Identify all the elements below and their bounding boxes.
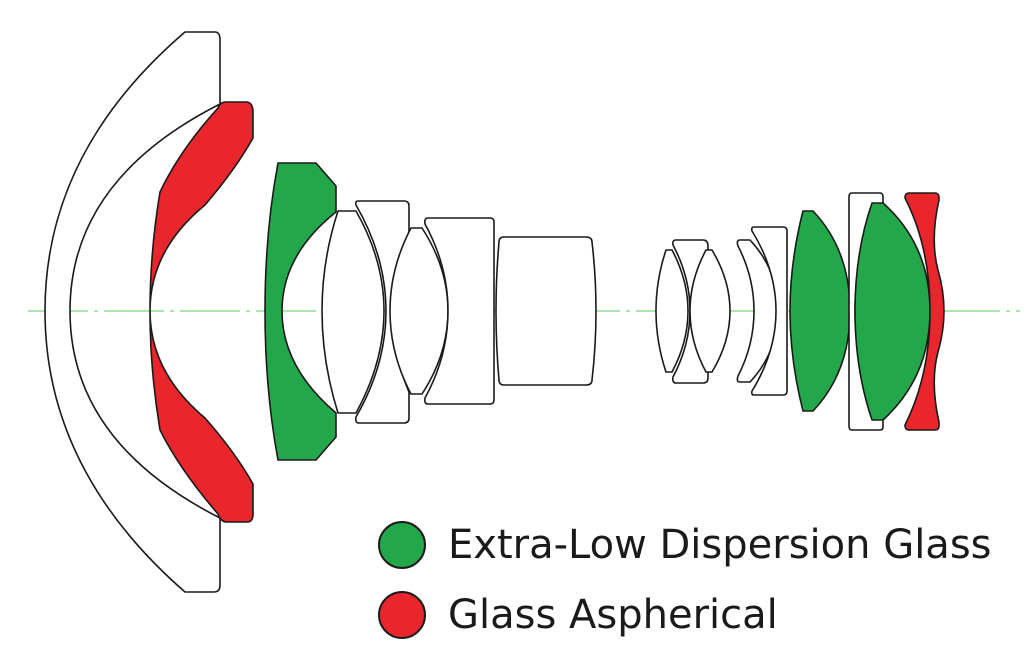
lens-element-1 — [44, 31, 221, 593]
lens-element-16-ed — [854, 202, 931, 421]
lens-element-9 — [655, 249, 689, 373]
lens-element-3-ed — [264, 162, 337, 461]
legend-item-aspherical: Glass Aspherical — [378, 580, 992, 650]
lens-element-7 — [424, 217, 495, 405]
lens-element-4 — [321, 210, 385, 414]
lens-element-8 — [495, 236, 597, 386]
lens-element-17-aspherical — [904, 192, 945, 431]
aspherical-swatch-icon — [378, 591, 426, 639]
legend-label-aspherical: Glass Aspherical — [448, 592, 778, 638]
lens-element-11 — [689, 249, 731, 373]
legend-label-ed-glass: Extra-Low Dispersion Glass — [448, 522, 992, 568]
legend-item-ed-glass: Extra-Low Dispersion Glass — [378, 510, 992, 580]
lens-element-2-aspherical — [149, 101, 254, 523]
ed-glass-swatch-icon — [378, 521, 426, 569]
lens-element-14-ed — [789, 210, 851, 412]
legend: Extra-Low Dispersion Glass Glass Aspheri… — [378, 510, 992, 650]
lens-element-13 — [750, 226, 788, 396]
